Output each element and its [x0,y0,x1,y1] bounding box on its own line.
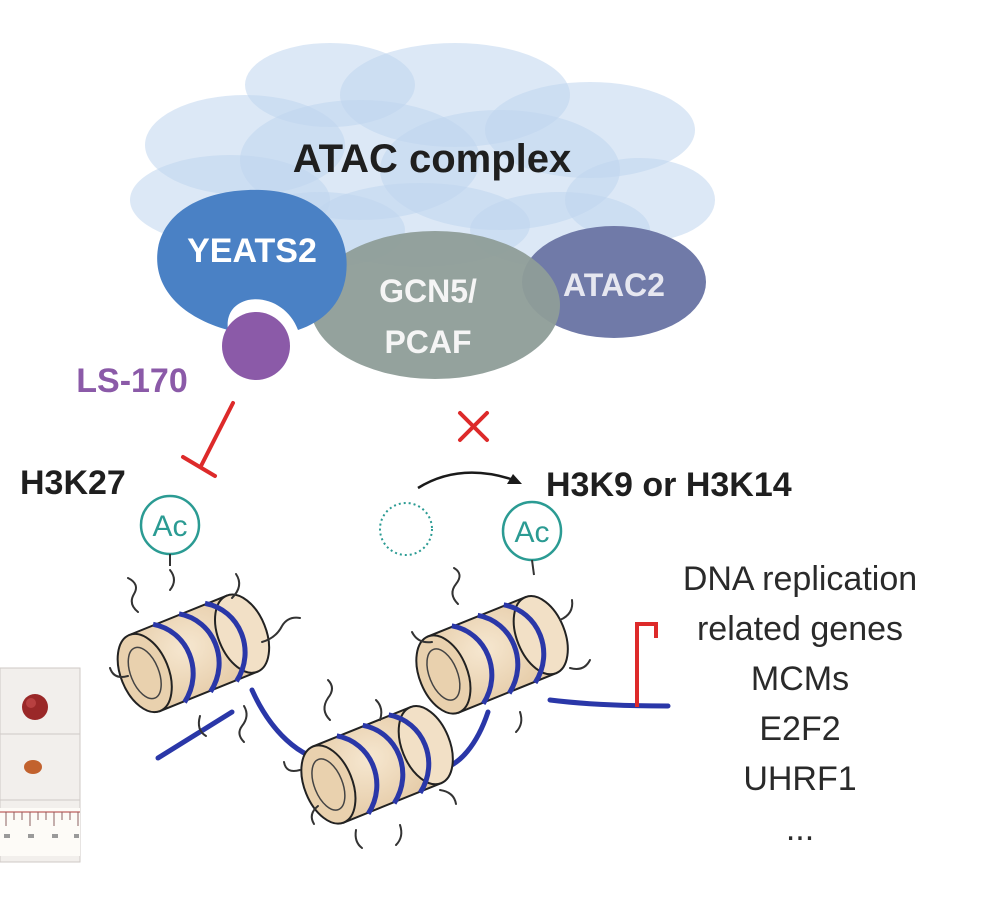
ruler [0,808,80,856]
gcn5-label-line1: GCN5/ [379,273,477,309]
transcription-start-arrow [635,622,658,707]
gene-list: DNA replication related genes MCMs E2F2 … [683,560,917,848]
gene-line-3: MCMs [751,660,849,698]
empty-acetyl-site [379,502,433,556]
gene-line-5: UHRF1 [743,760,856,798]
acetylation-arrow [417,471,522,490]
yeats2-label: YEATS2 [187,232,317,270]
atac2-label: ATAC2 [563,267,665,303]
tumor-large [22,694,48,720]
gcn5-label-line2: PCAF [384,324,471,360]
svg-text:Ac: Ac [514,516,549,549]
svg-text:Ac: Ac [152,510,187,543]
tumor-small [24,760,42,774]
blocked-x-icon [458,411,489,442]
nucleosome-3 [415,595,569,715]
nucleosome-2 [300,705,454,825]
ls170-molecule [222,312,290,380]
histone-tails [109,567,591,849]
complex-title: ATAC complex [293,137,572,181]
atac2-subunit [522,226,706,338]
ls170-label: LS-170 [76,362,188,400]
gene-line-6: ... [786,810,814,848]
h3k27-label: H3K27 [20,464,126,502]
h3k9-h3k14-label: H3K9 or H3K14 [546,466,792,504]
acetyl-mark-h3k27: Ac [139,494,201,566]
gene-line-2: related genes [697,610,903,648]
acetyl-mark-h3k9: Ac [501,500,563,576]
gcn5-pcaf-subunit [310,231,560,379]
inhibition-arrow [181,401,235,478]
gene-line-1: DNA replication [683,560,917,598]
tumor-photo-inset [0,667,81,863]
yeats2-subunit [157,189,347,330]
nucleosome-1 [116,593,271,714]
gene-line-4: E2F2 [759,710,840,748]
